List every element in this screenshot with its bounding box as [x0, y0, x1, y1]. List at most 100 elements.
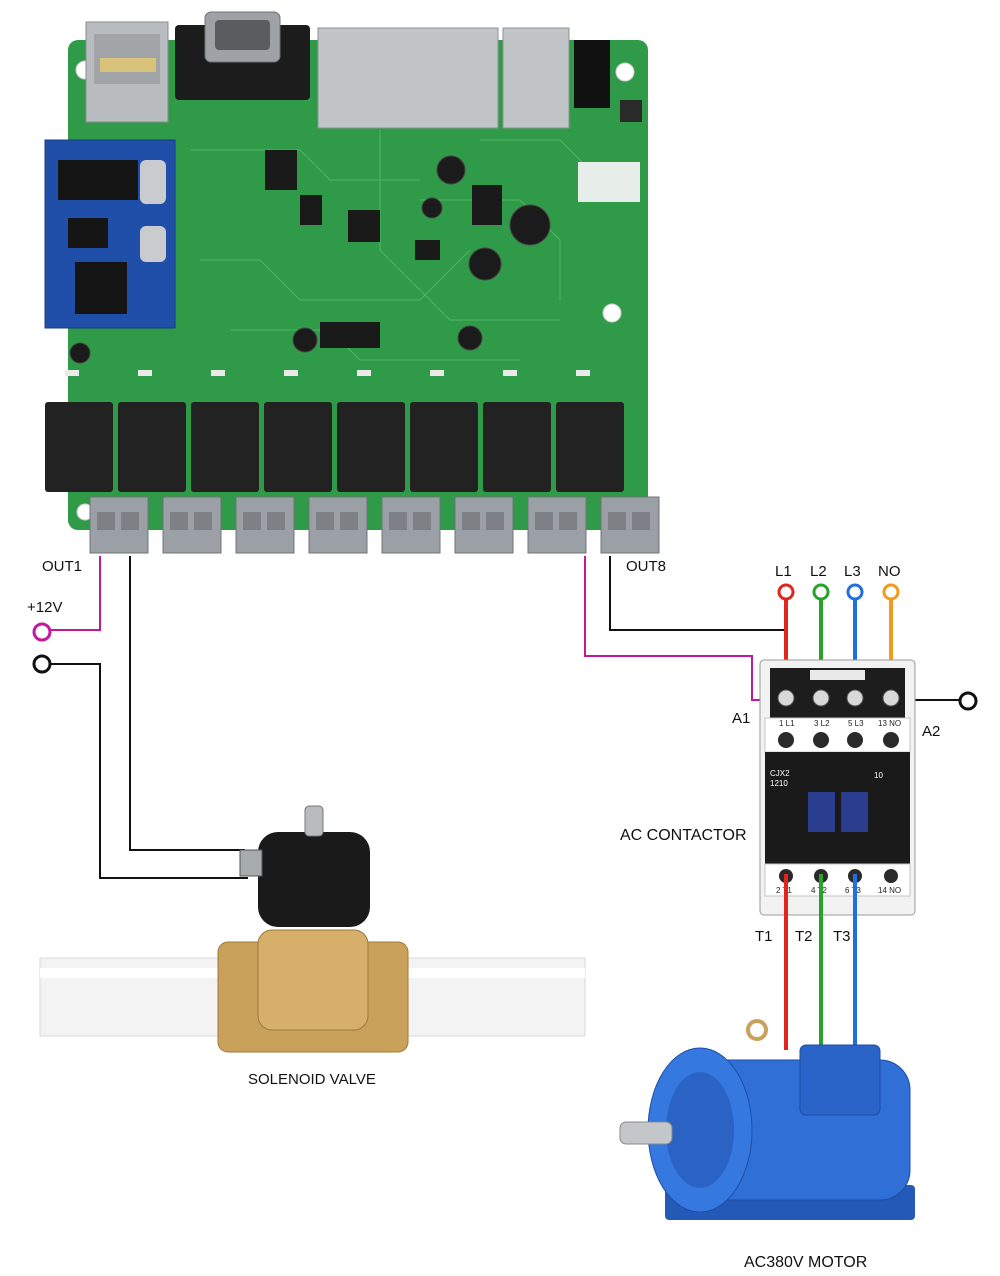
ic-chip [348, 210, 380, 242]
relay-2 [118, 402, 186, 492]
relay-3 [191, 402, 259, 492]
output-terminal-slot [194, 512, 212, 530]
ethernet-module [44, 139, 176, 329]
plus-12v-terminal [32, 622, 52, 642]
a1-label: A1 [732, 710, 750, 727]
relay-8 [556, 402, 624, 492]
regulator [415, 240, 440, 260]
motor-lifting-eye [746, 1019, 768, 1041]
output-terminal-slot [340, 512, 358, 530]
l2-label: L2 [810, 563, 827, 580]
no-label: NO [878, 563, 901, 580]
output-terminal-slot [121, 512, 139, 530]
a2-label: A2 [922, 723, 940, 740]
output-terminal-row [89, 496, 660, 554]
l3-label: L3 [844, 563, 861, 580]
output-terminal-slot [535, 512, 553, 530]
output-terminal-slot [389, 512, 407, 530]
top-terminal-label-l3: 5 L3 [848, 719, 864, 728]
mount-hole [602, 303, 622, 323]
relay-led-6 [430, 370, 444, 376]
solenoid-valve [39, 805, 586, 1053]
control-board [44, 11, 660, 554]
ic-chip [265, 150, 297, 190]
board-label-area [578, 162, 640, 202]
relay-7 [483, 402, 551, 492]
contactor-bottom-terminal-strip [764, 863, 911, 897]
solenoid-valve-label: SOLENOID VALVE [248, 1071, 376, 1088]
output-terminal-slot [462, 512, 480, 530]
top-terminal-label-l1: 1 L1 [779, 719, 795, 728]
output-terminal-slot [608, 512, 626, 530]
valve-coil [258, 832, 370, 927]
dc-jack [574, 40, 610, 108]
output-terminal-slot [559, 512, 577, 530]
contactor-rating: 10 [874, 771, 883, 780]
valve-center [257, 929, 369, 1031]
motor-wires [784, 874, 857, 1050]
out1-plus-wire [50, 556, 101, 631]
ic-chip [300, 195, 322, 225]
db9-face [215, 20, 270, 50]
reset-button [620, 100, 642, 122]
t3-label: T3 [833, 928, 851, 945]
no-input-terminal [882, 583, 900, 601]
regulator [472, 185, 502, 225]
relay-led-5 [357, 370, 371, 376]
motor-label: AC380V MOTOR [744, 1254, 867, 1271]
top-terminal-label-l2: 3 L2 [814, 719, 830, 728]
valve-connector [239, 849, 263, 877]
output-terminal-slot [413, 512, 431, 530]
relay-led-7 [503, 370, 517, 376]
l3-input-terminal [846, 583, 864, 601]
contactor-model-line1: CJX2 [770, 769, 790, 778]
out8-coil-wire [584, 556, 782, 701]
pcb-traces [190, 130, 591, 361]
relay-led-3 [211, 370, 225, 376]
contactor-top-screws [777, 689, 900, 707]
ac-motor [619, 1019, 915, 1220]
contactor-top-terminal-screws [778, 732, 899, 748]
ac-contactor: 1 L1 3 L2 5 L3 13 NO CJX2 1210 10 2 T1 4… [759, 659, 916, 916]
contactor-actuator-divider [835, 792, 841, 832]
out8-label: OUT8 [626, 558, 666, 575]
relay-led-4 [284, 370, 298, 376]
top-terminal-label-no: 13 NO [878, 719, 901, 728]
relay-5 [337, 402, 405, 492]
ground-terminal [32, 654, 52, 674]
l1-input-terminal [777, 583, 795, 601]
t1-label: T1 [755, 928, 773, 945]
output-terminal-slot [316, 512, 334, 530]
relay-led-2 [138, 370, 152, 376]
l1-label: L1 [775, 563, 792, 580]
contactor-top-label-strip [810, 670, 865, 680]
l2-input-terminal [812, 583, 830, 601]
contactor-model-line2: 1210 [770, 779, 788, 788]
relay-6 [410, 402, 478, 492]
relay-4 [264, 402, 332, 492]
ground-wire [50, 663, 248, 879]
valve-wiring [50, 556, 248, 879]
out1-com-wire [129, 556, 245, 851]
plus-12v-label: +12V [27, 599, 62, 616]
output-terminal-slot [97, 512, 115, 530]
out8-com-wire [609, 556, 786, 631]
capacitors [69, 155, 551, 364]
relay-led-8 [576, 370, 590, 376]
output-terminal-slot [267, 512, 285, 530]
mount-hole [615, 62, 635, 82]
contactor-label: AC CONTACTOR [620, 827, 747, 844]
output-terminal-slot [632, 512, 650, 530]
motor-terminal-box [799, 1044, 881, 1116]
a2-terminal [958, 691, 978, 711]
bottom-terminal-label-no: 14 NO [878, 886, 901, 895]
ic-chip [320, 322, 380, 348]
motor-fan-cover [666, 1072, 734, 1188]
output-terminal-slot [170, 512, 188, 530]
relay-1 [45, 402, 113, 492]
t2-label: T2 [795, 928, 813, 945]
top-terminal-block [317, 27, 570, 129]
valve-plunger [304, 805, 324, 837]
relay-row [45, 370, 624, 492]
